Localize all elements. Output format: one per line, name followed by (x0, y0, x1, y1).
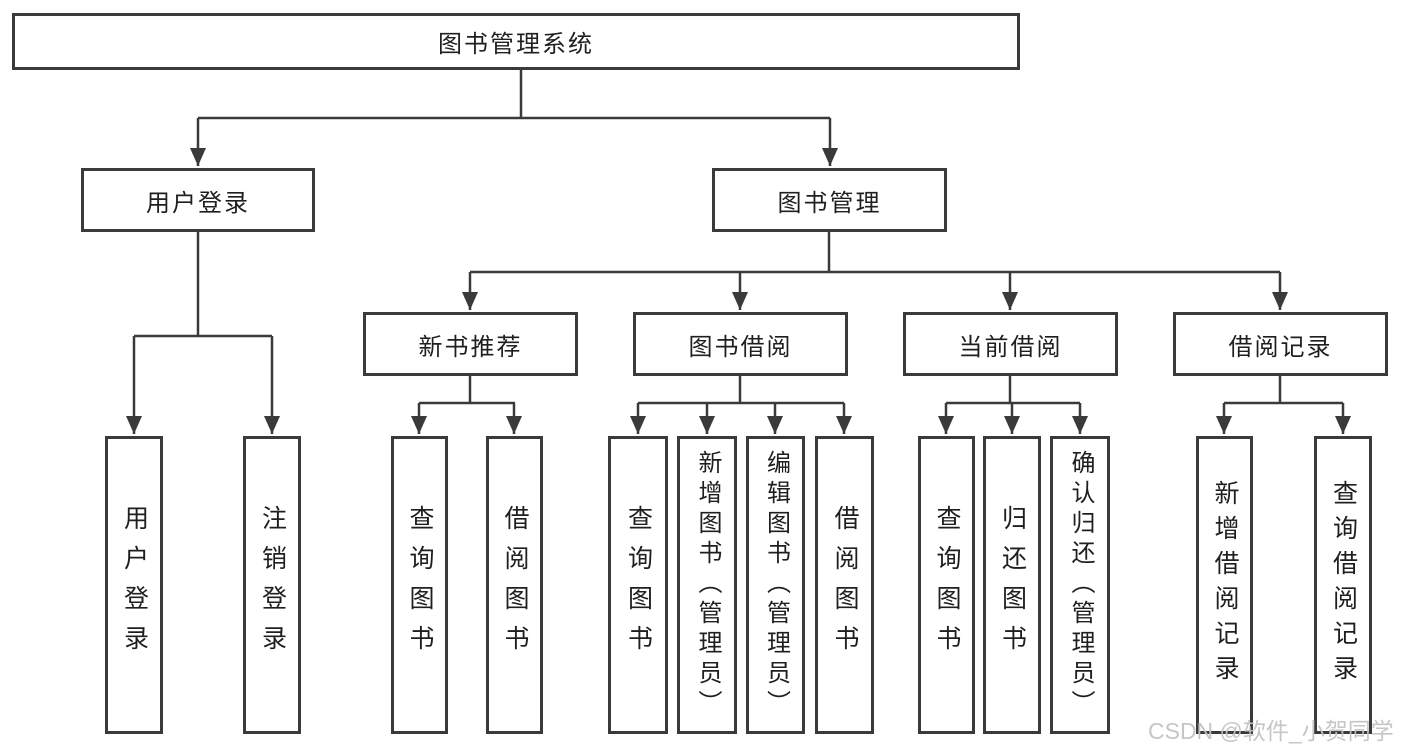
leaf-query-borrow-record: 查询借阅记录 (1314, 436, 1372, 734)
leaf-query-books: 查询图书 (391, 436, 448, 734)
node-book-borrowing: 图书借阅 (633, 312, 848, 376)
node-borrowing-records: 借阅记录 (1173, 312, 1388, 376)
leaf-return-books: 归还图书 (983, 436, 1041, 734)
leaf-label: 用户登录 (120, 505, 149, 665)
leaf-confirm-return-admin: 确认归还（管理员） (1050, 436, 1110, 734)
node-book-management: 图书管理 (712, 168, 947, 232)
leaf-query-books: 查询图书 (918, 436, 975, 734)
leaf-add-borrow-record: 新增借阅记录 (1196, 436, 1253, 734)
node-user-login: 用户登录 (81, 168, 315, 232)
node-label: 图书管理系统 (438, 31, 594, 58)
leaf-label: 借阅图书 (831, 505, 859, 665)
leaf-query-books: 查询图书 (608, 436, 668, 734)
leaf-label: 查询图书 (933, 505, 961, 665)
leaf-label: 确认归还（管理员） (1067, 450, 1094, 720)
leaf-label: 编辑图书（管理员） (762, 450, 790, 720)
leaf-add-books-admin: 新增图书（管理员） (677, 436, 737, 734)
leaf-label: 归还图书 (998, 505, 1027, 665)
node-new-book-recommend: 新书推荐 (363, 312, 578, 376)
leaf-label: 查询图书 (624, 505, 653, 665)
node-label: 当前借阅 (958, 333, 1063, 361)
leaf-edit-books-admin: 编辑图书（管理员） (746, 436, 805, 734)
leaf-logout: 注销登录 (243, 436, 301, 734)
leaf-label: 新增借阅记录 (1211, 480, 1239, 690)
node-label: 图书管理 (777, 189, 882, 217)
leaf-borrow-books: 借阅图书 (815, 436, 874, 734)
node-label: 新书推荐 (418, 333, 523, 361)
node-label: 借阅记录 (1228, 333, 1333, 361)
node-label: 用户登录 (146, 189, 250, 217)
leaf-label: 借阅图书 (501, 505, 529, 665)
node-current-borrowing: 当前借阅 (903, 312, 1118, 376)
leaf-user-login: 用户登录 (105, 436, 163, 734)
node-label: 图书借阅 (688, 333, 793, 361)
leaf-label: 查询图书 (406, 505, 434, 665)
leaf-label: 新增图书（管理员） (694, 450, 721, 720)
node-system-root: 图书管理系统 (12, 13, 1020, 70)
csdn-watermark: CSDN @软件_小贺同学 (1148, 718, 1394, 744)
leaf-label: 注销登录 (258, 505, 287, 665)
leaf-borrow-books: 借阅图书 (486, 436, 543, 734)
leaf-label: 查询借阅记录 (1329, 480, 1358, 690)
